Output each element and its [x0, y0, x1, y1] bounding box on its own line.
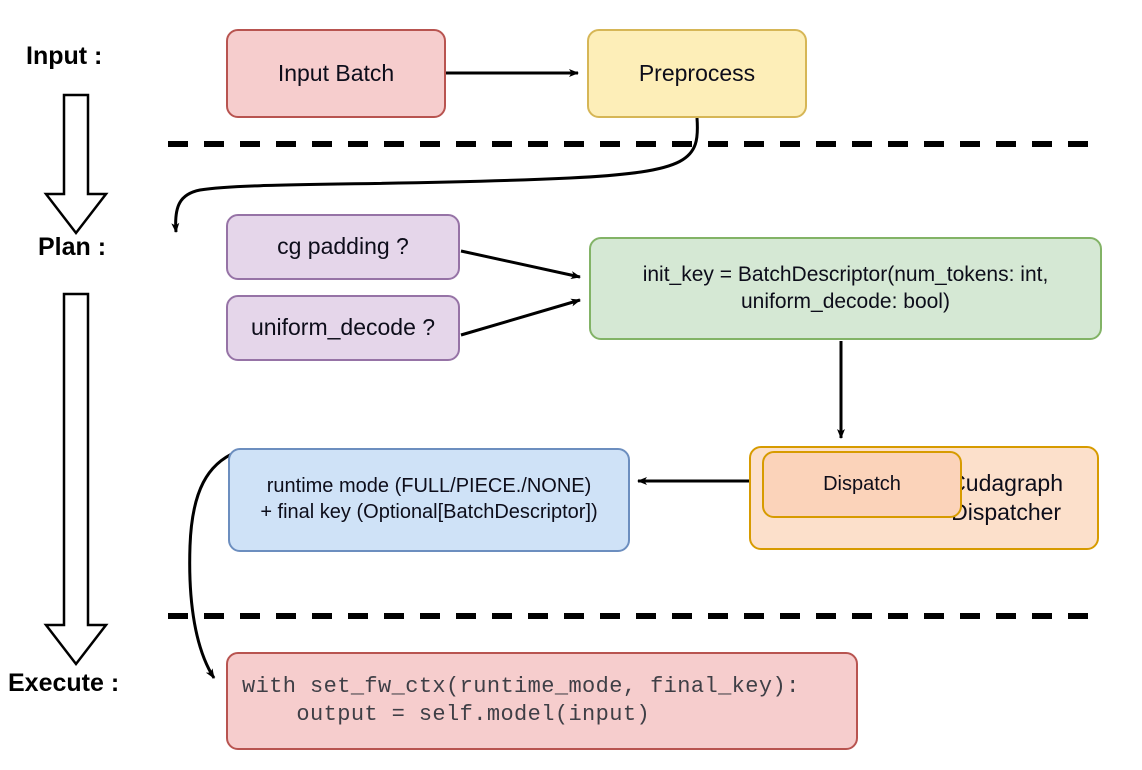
node-uniform-decode[interactable]: uniform_decode ? — [226, 295, 460, 361]
node-exec-code[interactable]: with set_fw_ctx(runtime_mode, final_key)… — [226, 652, 858, 750]
stage-label-execute: Execute : — [8, 669, 120, 697]
node-input-batch[interactable]: Input Batch — [226, 29, 446, 118]
edge-uniform-to-initkey — [460, 298, 581, 337]
stage-label-input: Input : — [26, 42, 103, 70]
stage-arrow-input-to-plan — [43, 93, 109, 236]
stage-arrow-plan-to-execute — [43, 292, 109, 667]
stage-label-plan: Plan : — [38, 233, 107, 261]
edge-cg-to-initkey — [460, 249, 581, 279]
node-preprocess[interactable]: Preprocess — [587, 29, 807, 118]
node-cg-padding[interactable]: cg padding ? — [226, 214, 460, 280]
node-dispatch[interactable]: Dispatch — [762, 451, 962, 518]
node-init-key[interactable]: init_key = BatchDescriptor(num_tokens: i… — [589, 237, 1102, 340]
node-runtime-mode[interactable]: runtime mode (FULL/PIECE./NONE) + final … — [228, 448, 630, 552]
